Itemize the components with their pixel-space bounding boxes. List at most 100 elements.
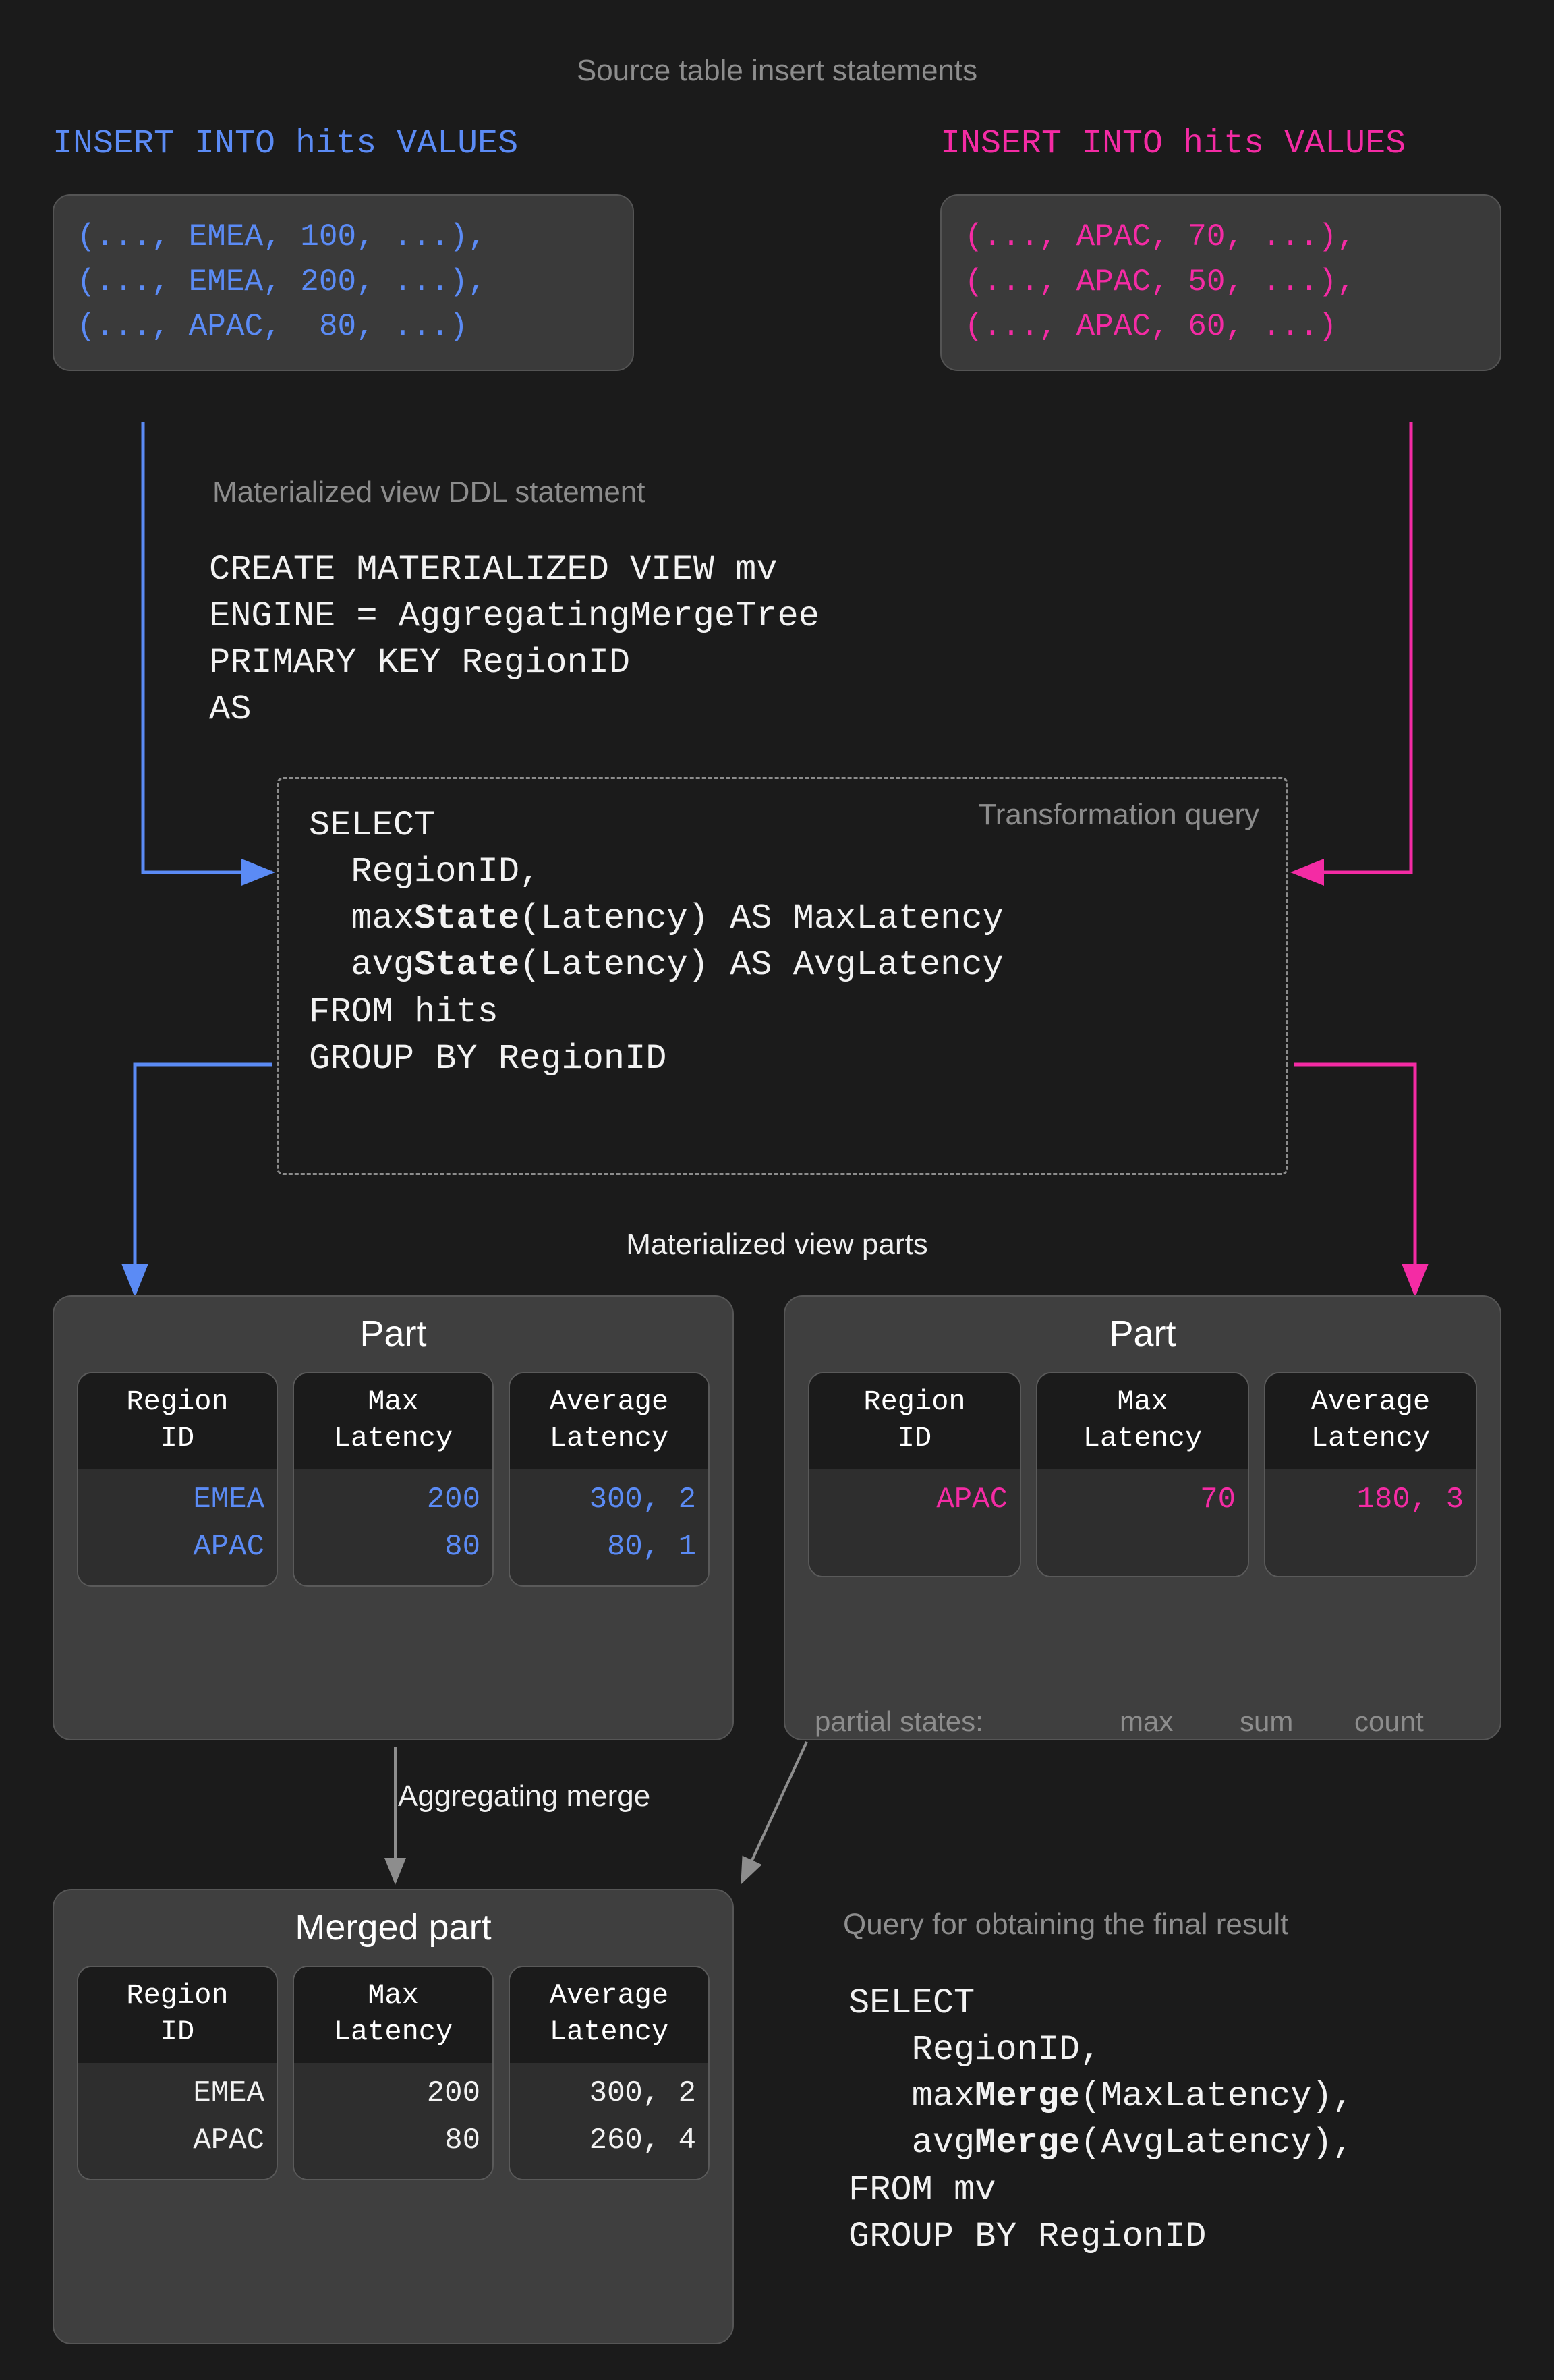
fq-line-regionid: RegionID, bbox=[848, 2030, 1101, 2070]
tq-avgstate-post: (Latency) AS AvgLatency bbox=[519, 945, 1004, 986]
column-average-latency: Average Latency 180, 3 bbox=[1264, 1372, 1477, 1577]
column-average-latency: Average Latency 300, 2 80, 1 bbox=[509, 1372, 710, 1587]
cell-value: 80, 1 bbox=[606, 1529, 696, 1564]
merged-part-columns: Region ID EMEA APAC Max Latency 200 80 A… bbox=[77, 1966, 710, 2181]
transformation-query-title: Transformation query bbox=[978, 798, 1259, 831]
part-left-columns: Region ID EMEA APAC Max Latency 200 80 A… bbox=[77, 1372, 710, 1587]
ddl-line-as: AS bbox=[209, 689, 252, 730]
column-body: APAC bbox=[809, 1469, 1020, 1576]
cell-value: 300, 2 bbox=[589, 1482, 696, 1517]
mv-ddl-title: Materialized view DDL statement bbox=[212, 476, 645, 509]
fq-line-from: FROM mv bbox=[848, 2170, 996, 2210]
tq-line-select: SELECT bbox=[309, 805, 436, 845]
insert-statement-left: INSERT INTO hits VALUES bbox=[53, 125, 519, 163]
column-header: Region ID bbox=[809, 1373, 1020, 1469]
part-right-columns: Region ID APAC Max Latency 70 Average La… bbox=[808, 1372, 1477, 1577]
column-body: 200 80 bbox=[294, 1469, 492, 1586]
cell-value: EMEA bbox=[193, 2076, 264, 2110]
column-region-id: Region ID EMEA APAC bbox=[77, 1372, 278, 1587]
merged-part-title: Merged part bbox=[295, 1907, 492, 1948]
tq-line-groupby: GROUP BY RegionID bbox=[309, 1038, 667, 1079]
tq-line-maxstate: maxState(Latency) AS MaxLatency bbox=[309, 895, 1004, 942]
fq-avgmerge-post: (AvgLatency), bbox=[1080, 2123, 1354, 2163]
ddl-line-primary: PRIMARY KEY RegionID bbox=[209, 643, 631, 683]
part-card-right: Part Region ID APAC Max Latency 70 Avera… bbox=[784, 1295, 1501, 1740]
fq-avgmerge-keyword: Merge bbox=[975, 2123, 1081, 2163]
fq-avgmerge-pre: avg bbox=[848, 2123, 975, 2163]
column-header: Max Latency bbox=[294, 1373, 492, 1469]
mv-ddl-block: CREATE MATERIALIZED VIEW mv ENGINE = Agg… bbox=[209, 546, 819, 733]
insert-row: (..., APAC, 50, ...), bbox=[965, 264, 1356, 300]
column-average-latency: Average Latency 300, 2 260, 4 bbox=[509, 1966, 710, 2181]
insert-values-box-right: (..., APAC, 70, ...), (..., APAC, 50, ..… bbox=[940, 194, 1501, 372]
transformation-query-code: SELECT RegionID, maxState(Latency) AS Ma… bbox=[309, 802, 1004, 1082]
cell-value: 300, 2 bbox=[589, 2076, 696, 2110]
column-header: Max Latency bbox=[1037, 1373, 1248, 1469]
tq-line-regionid: RegionID, bbox=[309, 852, 541, 893]
insert-row: (..., APAC, 80, ...) bbox=[77, 309, 468, 345]
cell-value: APAC bbox=[936, 1482, 1008, 1517]
part-right-title: Part bbox=[1109, 1313, 1176, 1354]
tq-line-from: FROM hits bbox=[309, 992, 498, 1032]
insert-values-box-left: (..., EMEA, 100, ...), (..., EMEA, 200, … bbox=[53, 194, 634, 372]
column-body: 300, 2 260, 4 bbox=[510, 2062, 708, 2180]
fq-line-select: SELECT bbox=[848, 1983, 975, 2023]
cell-value: 80 bbox=[444, 1529, 480, 1564]
tq-avgstate-keyword: State bbox=[414, 945, 520, 986]
ddl-line-engine: ENGINE = AggregatingMergeTree bbox=[209, 596, 819, 637]
column-header: Average Latency bbox=[510, 1967, 708, 2063]
transformation-query-box: Transformation query SELECT RegionID, ma… bbox=[277, 777, 1288, 1175]
insert-statement-right: INSERT INTO hits VALUES bbox=[940, 125, 1406, 163]
column-max-latency: Max Latency 200 80 bbox=[293, 1372, 494, 1587]
arrow-right-insert-to-query bbox=[1290, 422, 1413, 886]
final-query-code: SELECT RegionID, maxMerge(MaxLatency), a… bbox=[848, 1980, 1354, 2260]
tq-avgstate-pre: avg bbox=[309, 945, 415, 986]
insert-row: (..., EMEA, 200, ...), bbox=[77, 264, 487, 300]
tq-maxstate-post: (Latency) AS MaxLatency bbox=[519, 899, 1004, 939]
column-body: 180, 3 bbox=[1265, 1469, 1476, 1576]
column-body: EMEA APAC bbox=[78, 2062, 277, 2180]
insert-row: (..., APAC, 70, ...), bbox=[965, 219, 1356, 254]
merged-part-card: Merged part Region ID EMEA APAC Max Late… bbox=[53, 1889, 734, 2344]
fq-line-groupby: GROUP BY RegionID bbox=[848, 2216, 1207, 2257]
fq-line-avgmerge: avgMerge(AvgLatency), bbox=[848, 2120, 1354, 2166]
column-max-latency: Max Latency 70 bbox=[1036, 1372, 1249, 1577]
column-max-latency: Max Latency 200 80 bbox=[293, 1966, 494, 2181]
fq-line-maxmerge: maxMerge(MaxLatency), bbox=[848, 2073, 1354, 2120]
column-region-id: Region ID APAC bbox=[808, 1372, 1021, 1577]
fq-maxmerge-post: (MaxLatency), bbox=[1080, 2076, 1354, 2117]
column-header: Average Latency bbox=[1265, 1373, 1476, 1469]
cell-value: 180, 3 bbox=[1356, 1482, 1464, 1517]
column-header: Region ID bbox=[78, 1967, 277, 2063]
cell-value: 80 bbox=[444, 2123, 480, 2157]
final-query-title: Query for obtaining the final result bbox=[843, 1908, 1289, 1941]
partial-states-sum: sum bbox=[1240, 1705, 1294, 1737]
partial-states-max: max bbox=[1120, 1705, 1174, 1737]
column-header: Region ID bbox=[78, 1373, 277, 1469]
mv-parts-title: Materialized view parts bbox=[626, 1228, 928, 1261]
column-body: EMEA APAC bbox=[78, 1469, 277, 1586]
insert-row: (..., APAC, 60, ...) bbox=[965, 309, 1337, 345]
column-body: 70 bbox=[1037, 1469, 1248, 1576]
fq-maxmerge-keyword: Merge bbox=[975, 2076, 1081, 2117]
cell-value: 200 bbox=[426, 1482, 480, 1517]
cell-value: EMEA bbox=[193, 1482, 264, 1517]
part-left-title: Part bbox=[359, 1313, 427, 1354]
arrow-right-part-to-merged bbox=[741, 1741, 808, 1885]
partial-states-label: partial states: bbox=[815, 1705, 983, 1737]
cell-value: 200 bbox=[426, 2076, 480, 2110]
ddl-line-create: CREATE MATERIALIZED VIEW mv bbox=[209, 550, 778, 590]
tq-maxstate-pre: max bbox=[309, 899, 415, 939]
column-body: 300, 2 80, 1 bbox=[510, 1469, 708, 1586]
column-body: 200 80 bbox=[294, 2062, 492, 2180]
column-region-id: Region ID EMEA APAC bbox=[77, 1966, 278, 2181]
fq-maxmerge-pre: max bbox=[848, 2076, 975, 2117]
tq-line-avgstate: avgState(Latency) AS AvgLatency bbox=[309, 942, 1004, 988]
part-card-left: Part Region ID EMEA APAC Max Latency 200… bbox=[53, 1295, 734, 1740]
aggregating-merge-label: Aggregating merge bbox=[398, 1780, 651, 1813]
column-header: Max Latency bbox=[294, 1967, 492, 2063]
cell-value: APAC bbox=[193, 2123, 264, 2157]
partial-states-count: count bbox=[1354, 1705, 1424, 1737]
column-header: Average Latency bbox=[510, 1373, 708, 1469]
